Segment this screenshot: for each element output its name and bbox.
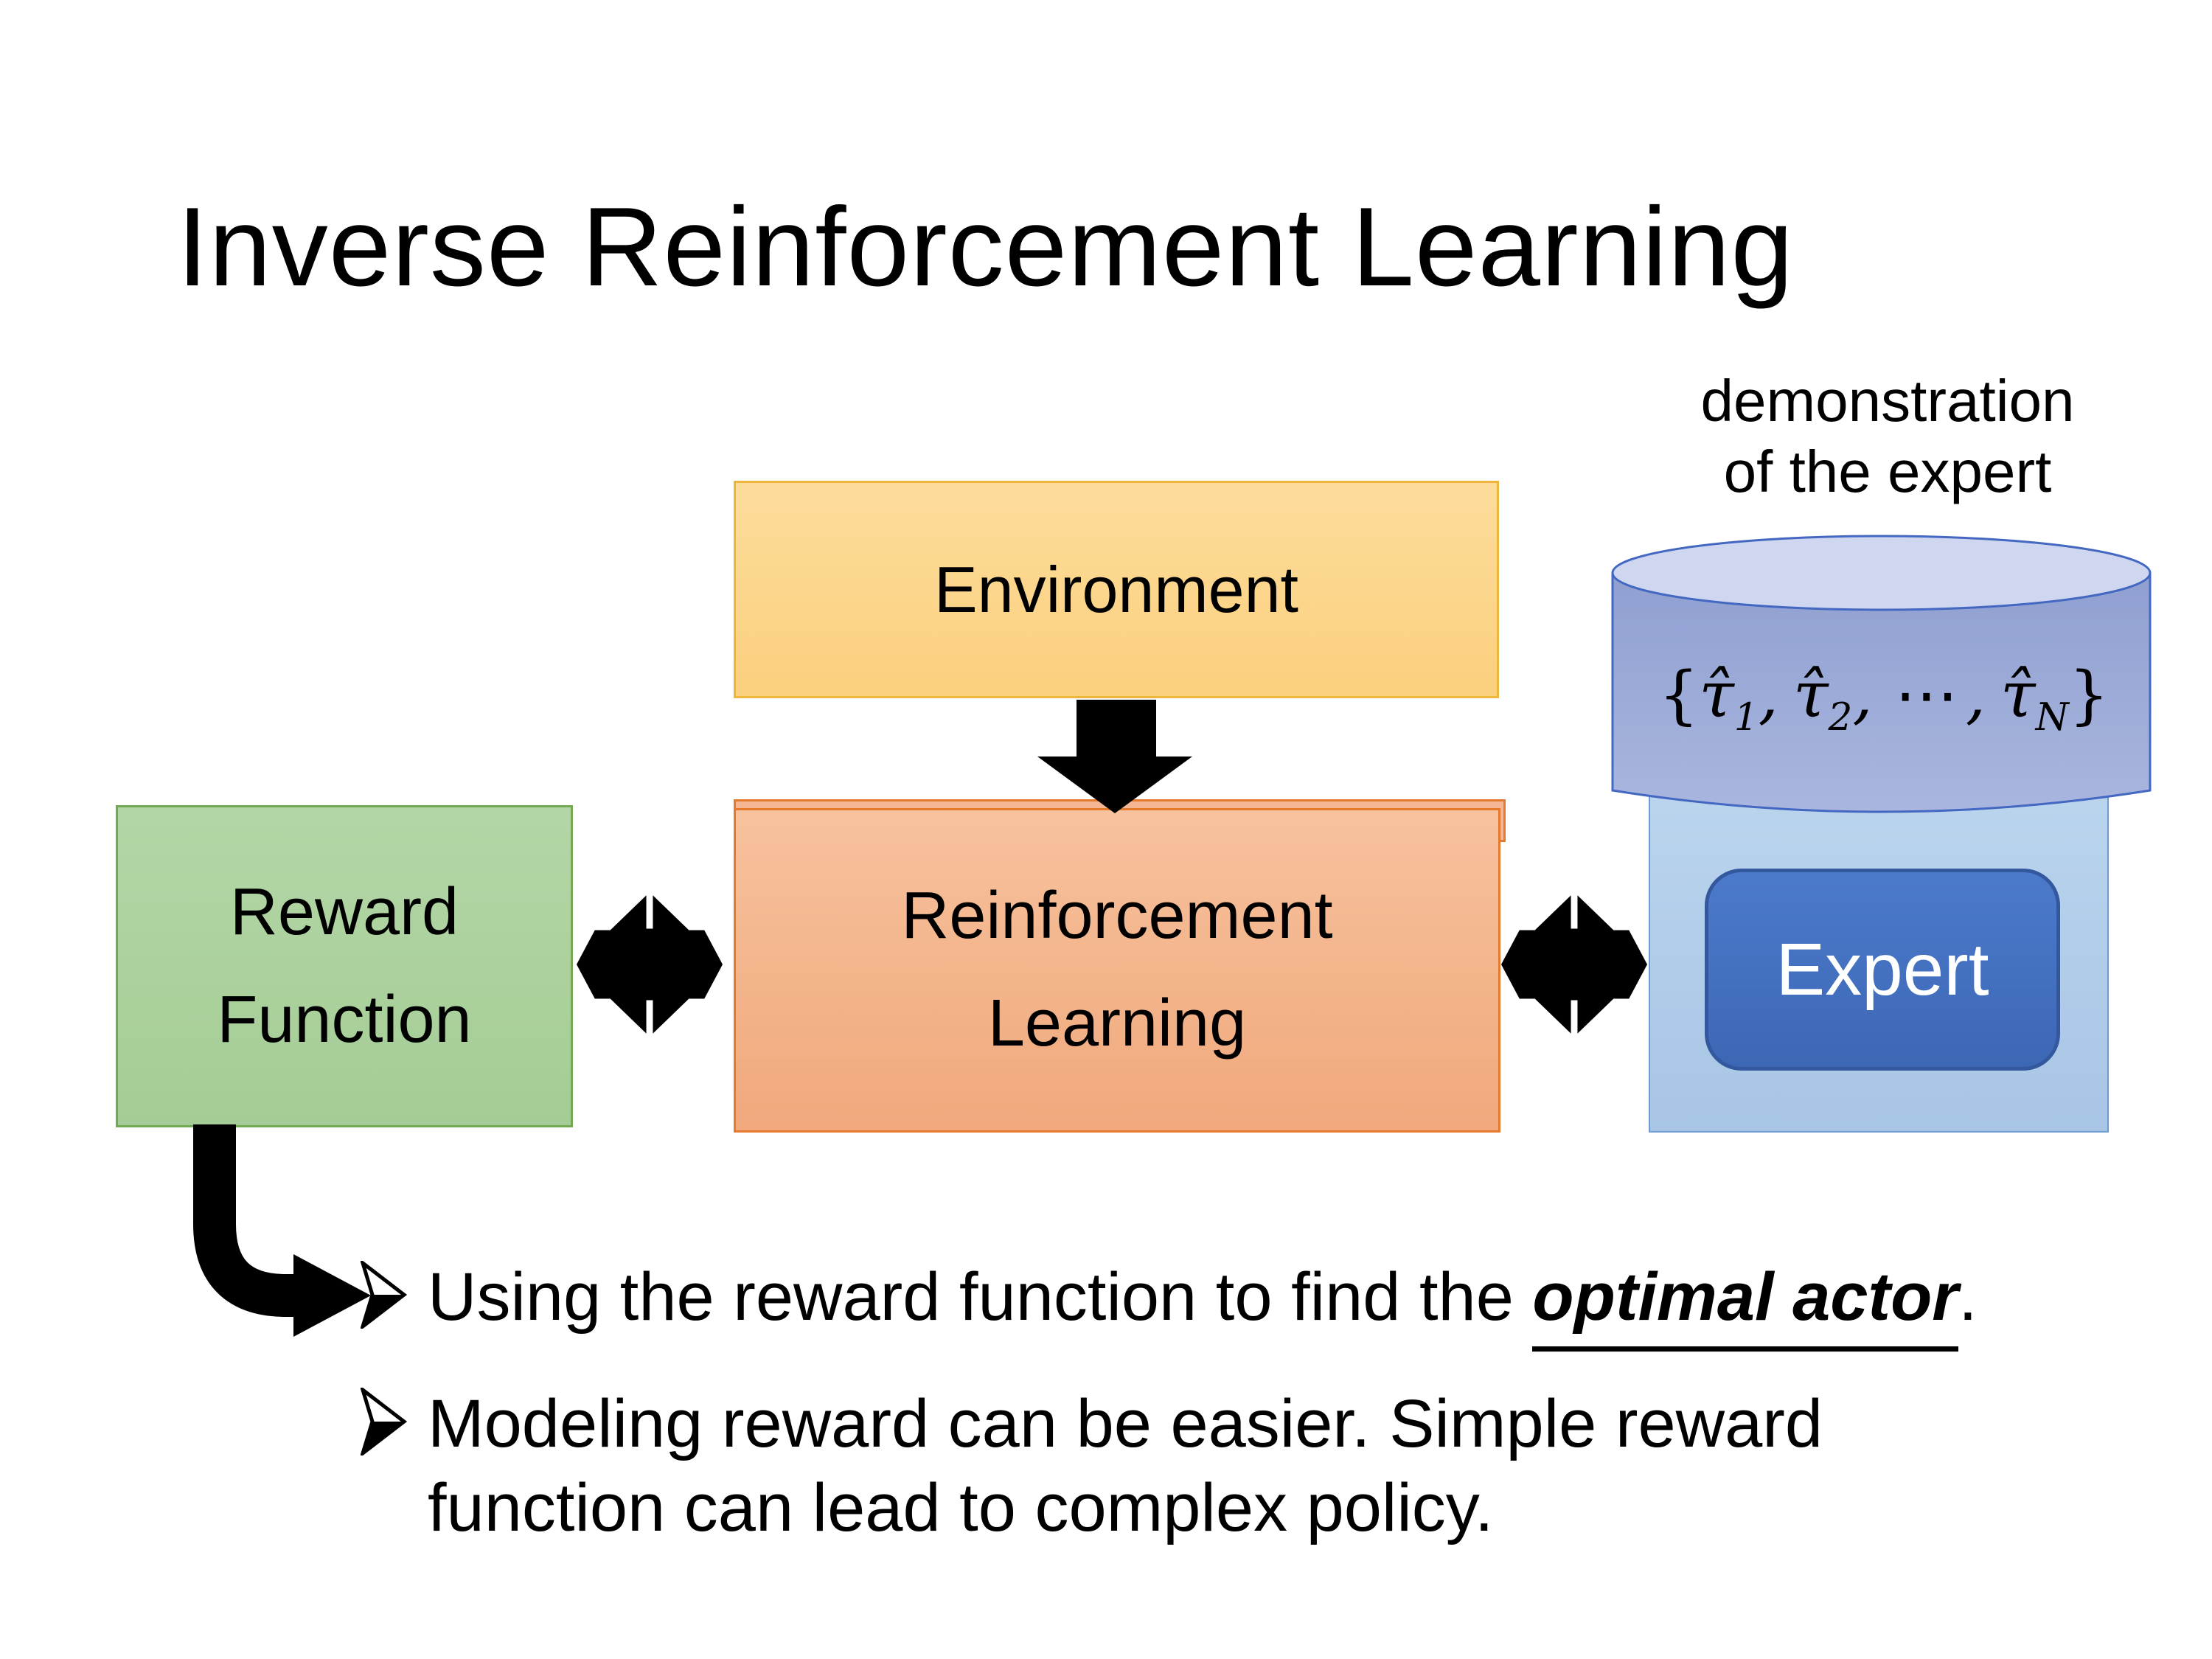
trajectory-set-formula: {τ̂1,τ̂2,⋯,τ̂N}	[1641, 658, 2127, 740]
demonstration-caption-line1: demonstration	[1700, 368, 2075, 434]
double-arrow-icon-left	[577, 891, 723, 1038]
formula-sub1: 1	[1733, 695, 1759, 740]
demonstration-caption-line2: of the expert	[1723, 439, 2052, 504]
formula-comma2: ,	[1852, 658, 1873, 732]
reinforcement-learning-label: Reinforcement Learning	[901, 863, 1332, 1078]
bullet1-post: .	[1958, 1259, 1978, 1335]
down-arrow-icon	[1037, 700, 1192, 813]
bullet-text-2: Modeling reward can be easier. Simple re…	[428, 1382, 1823, 1550]
bullet1-pre: Using the reward function to find the	[428, 1259, 1533, 1335]
bullet2-line2: function can lead to complex policy.	[428, 1470, 1494, 1545]
reward-function-label-line1: Reward	[229, 874, 459, 949]
formula-tau1: τ̂	[1699, 658, 1734, 732]
elbow-arrow-icon	[193, 1124, 371, 1337]
arrow-bullet-icon	[360, 1261, 408, 1329]
expert-label: Expert	[1775, 928, 1989, 1011]
arrow-bullet-icon	[360, 1388, 408, 1455]
formula-sub2: 2	[1828, 695, 1853, 740]
formula-open-brace: {	[1658, 658, 1700, 732]
reinforcement-learning-box: Reinforcement Learning	[734, 808, 1500, 1133]
reward-function-label: Reward Function	[217, 859, 471, 1074]
slide-title: Inverse Reinforcement Learning	[177, 184, 1794, 310]
demonstration-caption: demonstration of the expert	[1630, 366, 2146, 507]
formula-tauN: τ̂	[2000, 658, 2036, 732]
formula-dots: ⋯	[1894, 658, 1958, 732]
database-cylinder-icon	[1611, 535, 2152, 813]
bullet-item-optimal-actor: Using the reward function to find the op…	[360, 1255, 2129, 1352]
bullet-item-modeling-reward: Modeling reward can be easier. Simple re…	[360, 1382, 2129, 1550]
formula-comma1: ,	[1758, 658, 1778, 732]
double-arrow-icon-right	[1501, 891, 1647, 1038]
bullet-text-1: Using the reward function to find the op…	[428, 1255, 1978, 1352]
formula-tau2: τ̂	[1792, 658, 1829, 732]
environment-label: Environment	[933, 552, 1298, 626]
bullet1-emphasis: optimal actor	[1532, 1255, 1959, 1352]
reward-function-box: Reward Function	[116, 805, 573, 1127]
reinforcement-learning-label-line2: Learning	[987, 987, 1247, 1060]
reward-function-label-line2: Function	[217, 982, 472, 1057]
formula-subN: N	[2035, 695, 2069, 740]
formula-comma3: ,	[1965, 658, 1986, 732]
reinforcement-learning-label-line1: Reinforcement	[901, 879, 1333, 953]
formula-close-brace: }	[2068, 658, 2110, 732]
expert-box: Expert	[1705, 869, 2060, 1071]
environment-box: Environment	[734, 481, 1499, 698]
bullet2-line1: Modeling reward can be easier. Simple re…	[428, 1386, 1823, 1461]
